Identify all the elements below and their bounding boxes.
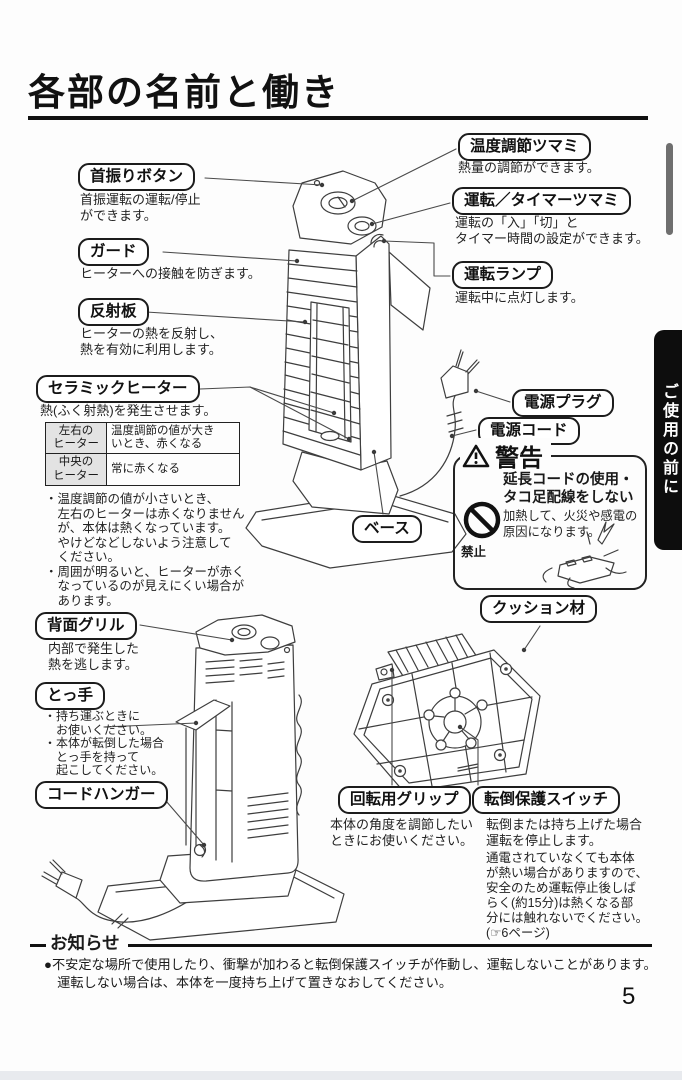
table-row: 中央の ヒーター 常に赤くなる — [45, 453, 240, 486]
bottom-strip — [0, 1071, 682, 1080]
desc-rear-grille: 内部で発生した 熱を逃します。 — [48, 641, 140, 672]
notice-rule-right — [128, 944, 652, 947]
prohibition-icon — [463, 501, 501, 539]
table-cell-part: 中央の ヒーター — [45, 453, 107, 486]
warning-body-text: 加熱して、火災や感電の 原因になります。 — [503, 509, 638, 539]
table-cell-behavior: 温度調節の値が大き いとき、赤くなる — [106, 421, 240, 455]
page-title: 各部の名前と働き — [28, 72, 340, 113]
label-run-lamp: 運転ランプ — [452, 261, 554, 290]
page-number: 5 — [622, 983, 636, 1010]
warning-title: 警告 — [495, 445, 543, 472]
notice-title: お知らせ — [50, 933, 120, 953]
heater-color-table: 左右の ヒーター 温度調節の値が大き いとき、赤くなる 中央の ヒーター 常に赤… — [45, 421, 240, 486]
table-row: 左右の ヒーター 温度調節の値が大き いとき、赤くなる — [45, 421, 240, 455]
desc-swing-button: 首振運転の運転/停止 ができます。 — [80, 192, 201, 223]
note-tipover-switch: 通電されていなくても本体 が熱い場合がありますので、 安全のため運転停止後しば … — [486, 851, 649, 940]
heater-front-illustration — [245, 170, 480, 569]
desc-temp-knob: 熱量の調節ができます。 — [458, 160, 600, 175]
section-tab: ご使用の前に — [654, 330, 682, 550]
notice-rule-left — [30, 944, 46, 947]
desc-reflector: ヒーターの熱を反射し、 熱を有効に利用します。 — [80, 326, 224, 357]
label-ceramic-heater: セラミックヒーター — [36, 375, 200, 404]
label-run-timer-knob: 運転／タイマーツマミ — [452, 187, 631, 216]
label-handle: とっ手 — [35, 682, 106, 711]
warning-bold-text: 延長コードの使用・ タコ足配線をしない — [503, 472, 634, 507]
label-cord-hanger: コードハンガー — [35, 781, 168, 810]
scrollbar-thumb[interactable] — [666, 143, 673, 235]
desc-ceramic-heater: 熱(ふく射熱)を発生させます。 — [40, 403, 217, 418]
label-guard: ガード — [78, 238, 149, 267]
table-cell-part: 左右の ヒーター — [45, 421, 107, 455]
desc-guard: ヒーターへの接触を防ぎます。 — [80, 266, 261, 281]
label-temp-knob: 温度調節ツマミ — [458, 133, 591, 162]
label-swing-button: 首振りボタン — [78, 163, 196, 192]
notice-body: ●不安定な場所で使用したり、衝撃が加わると転倒保護スイッチが作動し、運転しないこ… — [44, 957, 657, 990]
base-underside-illustration — [353, 633, 541, 793]
desc-tipover-switch: 転倒または持ち上げた場合 運転を停止します。 — [486, 817, 643, 848]
table-cell-behavior: 常に赤くなる — [106, 453, 240, 486]
desc-run-timer-knob: 運転の「入」「切」と タイマー時間の設定ができます。 — [455, 215, 649, 246]
label-cushion: クッション材 — [480, 595, 598, 624]
label-tipover-switch: 転倒保護スイッチ — [472, 786, 621, 815]
label-power-plug: 電源プラグ — [512, 389, 614, 418]
heater-table-notes: ・温度調節の値が小さいとき、 左右のヒーターは赤くなりません が、本体は熱くなっ… — [45, 492, 245, 608]
label-rotation-grip: 回転用グリップ — [338, 786, 471, 815]
desc-rotation-grip: 本体の角度を調節したい ときにお使いください。 — [330, 817, 474, 848]
label-rear-grille: 背面グリル — [35, 612, 137, 641]
warning-header: 警告 — [460, 438, 551, 473]
desc-run-lamp: 運転中に点灯します。 — [455, 290, 584, 305]
label-reflector: 反射板 — [78, 298, 149, 327]
title-underline — [28, 116, 648, 120]
warning-triangle-icon — [462, 444, 490, 467]
label-base: ベース — [352, 515, 422, 544]
prohibition-label: 禁止 — [461, 545, 487, 559]
desc-handle: ・持ち運ぶときに お使いください。 ・本体が転倒した場合 とっ手を持って 起こし… — [44, 709, 165, 778]
